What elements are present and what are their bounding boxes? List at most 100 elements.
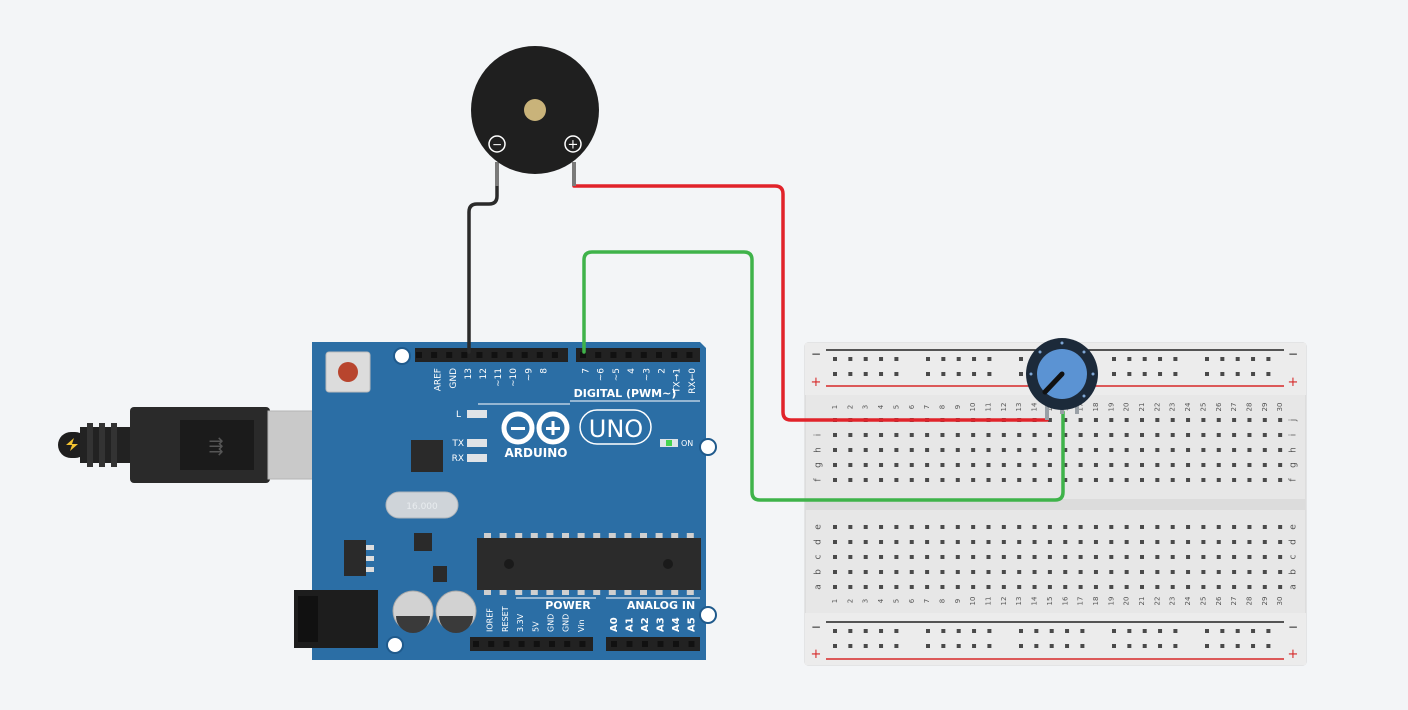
breadboard-hole[interactable] <box>986 478 991 482</box>
breadboard-hole[interactable] <box>1047 478 1052 482</box>
rail-hole[interactable] <box>1019 644 1023 648</box>
breadboard-hole[interactable] <box>1109 478 1114 482</box>
breadboard-hole[interactable] <box>848 555 853 559</box>
breadboard-hole[interactable] <box>986 433 991 437</box>
breadboard-hole[interactable] <box>971 463 976 467</box>
rail-hole[interactable] <box>1065 644 1070 648</box>
rail-hole[interactable] <box>1019 629 1023 633</box>
breadboard-hole[interactable] <box>1109 570 1114 574</box>
rail-hole[interactable] <box>972 357 977 361</box>
rail-hole[interactable] <box>894 357 899 361</box>
breadboard-hole[interactable] <box>1093 448 1098 452</box>
black-wire-gnd-to-buzzer[interactable] <box>467 164 499 354</box>
breadboard-hole[interactable] <box>1140 555 1144 559</box>
rail-hole[interactable] <box>1142 372 1147 376</box>
rail-hole[interactable] <box>1158 644 1163 648</box>
header-pin[interactable] <box>642 641 648 647</box>
header-pin[interactable] <box>416 352 422 358</box>
breadboard-hole[interactable] <box>925 463 930 467</box>
rail-hole[interactable] <box>1019 357 1023 361</box>
rail-hole[interactable] <box>1220 372 1225 376</box>
breadboard-hole[interactable] <box>1170 585 1175 589</box>
breadboard-hole[interactable] <box>1232 418 1237 422</box>
breadboard-hole[interactable] <box>1201 418 1206 422</box>
rail-hole[interactable] <box>1205 629 1209 633</box>
rail-hole[interactable] <box>941 644 946 648</box>
breadboard-hole[interactable] <box>1078 585 1083 589</box>
breadboard-hole[interactable] <box>1001 478 1006 482</box>
breadboard-hole[interactable] <box>1278 555 1283 559</box>
breadboard-hole[interactable] <box>1017 570 1022 574</box>
header-pin[interactable] <box>625 352 632 358</box>
breadboard-hole[interactable] <box>863 555 868 559</box>
breadboard-hole[interactable] <box>1017 540 1022 544</box>
breadboard-hole[interactable] <box>1047 540 1052 544</box>
breadboard-hole[interactable] <box>1109 585 1114 589</box>
breadboard-hole[interactable] <box>1232 433 1237 437</box>
header-pin[interactable] <box>688 641 695 647</box>
breadboard-hole[interactable] <box>1155 585 1160 589</box>
breadboard-hole[interactable] <box>1155 448 1160 452</box>
header-pin[interactable] <box>431 352 438 358</box>
rail-hole[interactable] <box>863 644 868 648</box>
breadboard-hole[interactable] <box>1232 448 1237 452</box>
breadboard-hole[interactable] <box>894 448 899 452</box>
breadboard-hole[interactable] <box>1017 448 1022 452</box>
breadboard-hole[interactable] <box>1247 555 1252 559</box>
breadboard-hole[interactable] <box>909 448 914 452</box>
breadboard-hole[interactable] <box>1032 433 1037 437</box>
breadboard-hole[interactable] <box>955 478 960 482</box>
breadboard-hole[interactable] <box>1186 478 1191 482</box>
rail-hole[interactable] <box>1080 629 1085 633</box>
breadboard-hole[interactable] <box>1140 525 1144 529</box>
rail-hole[interactable] <box>987 372 992 376</box>
breadboard-hole[interactable] <box>955 463 960 467</box>
breadboard-hole[interactable] <box>848 585 853 589</box>
breadboard-hole[interactable] <box>1140 418 1144 422</box>
breadboard-hole[interactable] <box>1109 463 1114 467</box>
breadboard-hole[interactable] <box>1093 525 1098 529</box>
rail-hole[interactable] <box>1235 644 1240 648</box>
breadboard-hole[interactable] <box>1170 448 1175 452</box>
breadboard-hole[interactable] <box>1201 433 1206 437</box>
breadboard-hole[interactable] <box>1047 418 1052 422</box>
breadboard-hole[interactable] <box>1201 463 1206 467</box>
header-pin[interactable] <box>579 641 586 647</box>
header-pin[interactable] <box>503 641 510 647</box>
breadboard-hole[interactable] <box>1047 555 1052 559</box>
rail-hole[interactable] <box>833 357 837 361</box>
breadboard-hole[interactable] <box>1262 555 1267 559</box>
breadboard-hole[interactable] <box>1278 540 1283 544</box>
header-pin[interactable] <box>461 352 468 358</box>
wires[interactable] <box>467 164 1065 502</box>
breadboard-hole[interactable] <box>1001 555 1006 559</box>
breadboard-hole[interactable] <box>1170 570 1175 574</box>
breadboard-hole[interactable] <box>1001 540 1006 544</box>
breadboard-hole[interactable] <box>1216 448 1221 452</box>
rail-hole[interactable] <box>1220 644 1225 648</box>
breadboard-hole[interactable] <box>1078 433 1083 437</box>
breadboard-hole[interactable] <box>1201 478 1206 482</box>
breadboard-hole[interactable] <box>894 478 899 482</box>
breadboard-hole[interactable] <box>894 525 899 529</box>
rail-hole[interactable] <box>956 644 961 648</box>
breadboard-hole[interactable] <box>940 585 945 589</box>
rail-hole[interactable] <box>1220 629 1225 633</box>
breadboard-hole[interactable] <box>848 525 853 529</box>
breadboard-hole[interactable] <box>1155 540 1160 544</box>
breadboard-hole[interactable] <box>940 540 945 544</box>
breadboard-hole[interactable] <box>955 555 960 559</box>
breadboard-hole[interactable] <box>1017 525 1022 529</box>
breadboard-hole[interactable] <box>1109 433 1114 437</box>
breadboard-hole[interactable] <box>1109 418 1114 422</box>
breadboard-hole[interactable] <box>863 463 868 467</box>
breadboard-hole[interactable] <box>894 585 899 589</box>
breadboard-hole[interactable] <box>848 433 853 437</box>
breadboard-hole[interactable] <box>1093 570 1098 574</box>
breadboard-hole[interactable] <box>971 570 976 574</box>
rail-hole[interactable] <box>1158 629 1163 633</box>
breadboard-hole[interactable] <box>1155 555 1160 559</box>
breadboard-hole[interactable] <box>1078 570 1083 574</box>
breadboard-hole[interactable] <box>1262 570 1267 574</box>
breadboard-hole[interactable] <box>1124 418 1129 422</box>
